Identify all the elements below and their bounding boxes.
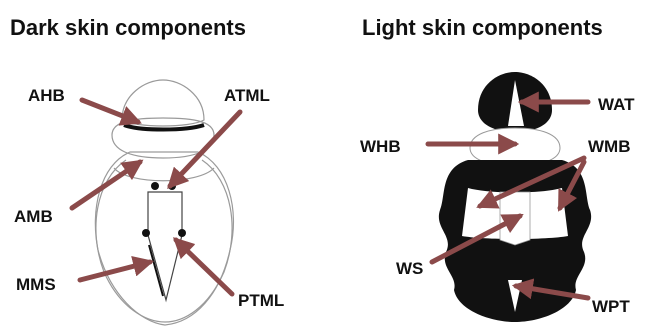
spot-left bbox=[151, 182, 159, 190]
label-ahb: AHB bbox=[28, 86, 65, 105]
arrow-ahb bbox=[82, 100, 138, 122]
label-wpt: WPT bbox=[592, 297, 630, 316]
label-ws: WS bbox=[396, 259, 423, 278]
mms-stripe bbox=[149, 245, 163, 296]
label-whb: WHB bbox=[360, 137, 401, 156]
spot-mid-left bbox=[142, 229, 150, 237]
light-panel-title: Light skin components bbox=[362, 15, 603, 40]
spot-mid-right bbox=[178, 229, 186, 237]
arrow-mms bbox=[80, 262, 150, 280]
arrow-ptml bbox=[176, 240, 232, 294]
arrow-amb bbox=[72, 162, 140, 208]
label-wat: WAT bbox=[598, 95, 635, 114]
label-mms: MMS bbox=[16, 275, 56, 294]
label-amb: AMB bbox=[14, 207, 53, 226]
dark-skin-beetle bbox=[95, 80, 233, 325]
label-ptml: PTML bbox=[238, 291, 284, 310]
dark-panel-title: Dark skin components bbox=[10, 15, 246, 40]
suture-outline bbox=[148, 192, 182, 300]
label-atml: ATML bbox=[224, 86, 270, 105]
label-wmb: WMB bbox=[588, 137, 630, 156]
